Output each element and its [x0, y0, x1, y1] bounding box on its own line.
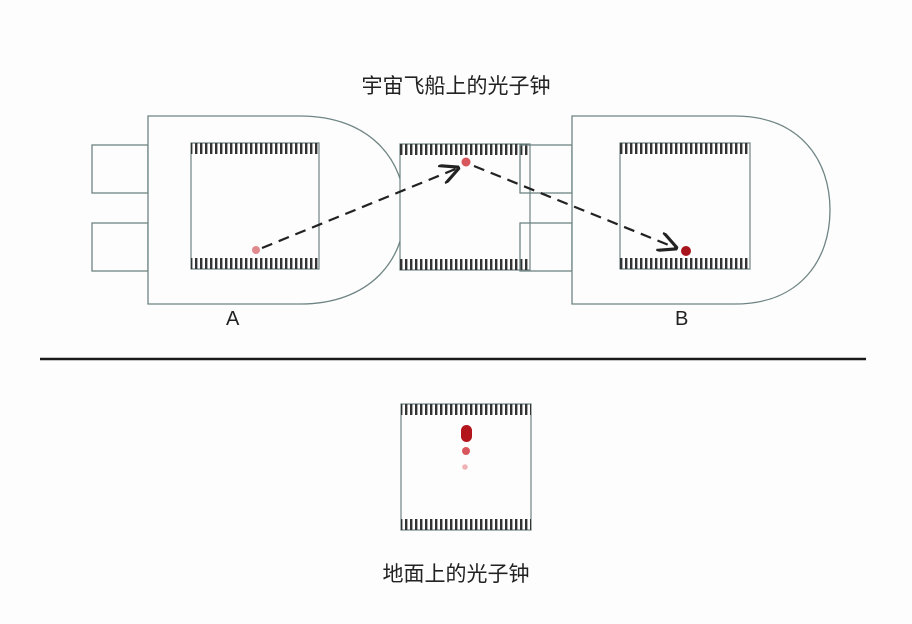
photon-path [261, 164, 676, 248]
mirror-top [400, 144, 530, 155]
top-caption: 宇宙飞船上的光子钟 [361, 74, 551, 98]
mirror-top [401, 404, 531, 415]
photon-top [461, 157, 471, 167]
spaceship-a-label: A [226, 308, 240, 330]
mirror-top [191, 143, 319, 154]
spaceship-a-fin-upper [91, 144, 149, 194]
photon-ground-faint [462, 464, 468, 470]
ground-light-clock [400, 403, 532, 531]
mirror-bottom [620, 258, 750, 269]
photon-end [681, 246, 691, 256]
path-arrow-down [473, 164, 676, 248]
light-clock-middle [399, 143, 531, 271]
light-clock-a [190, 142, 320, 270]
photon-start [252, 246, 260, 254]
light-clock-b [619, 142, 751, 270]
bottom-caption: 地面上的光子钟 [382, 562, 530, 586]
spaceship-b-label: B [675, 308, 689, 330]
photon-ground-main [461, 425, 472, 442]
spaceship-b [519, 115, 831, 305]
mirror-top [620, 143, 750, 154]
mirror-bottom [400, 259, 530, 270]
spaceship-b-hull [571, 115, 831, 305]
spaceship-a-fin-lower [91, 222, 149, 272]
mirror-bottom [191, 258, 319, 269]
spaceship-a [91, 115, 406, 305]
mirror-bottom [401, 519, 531, 530]
photon-ground-mid [462, 447, 470, 455]
